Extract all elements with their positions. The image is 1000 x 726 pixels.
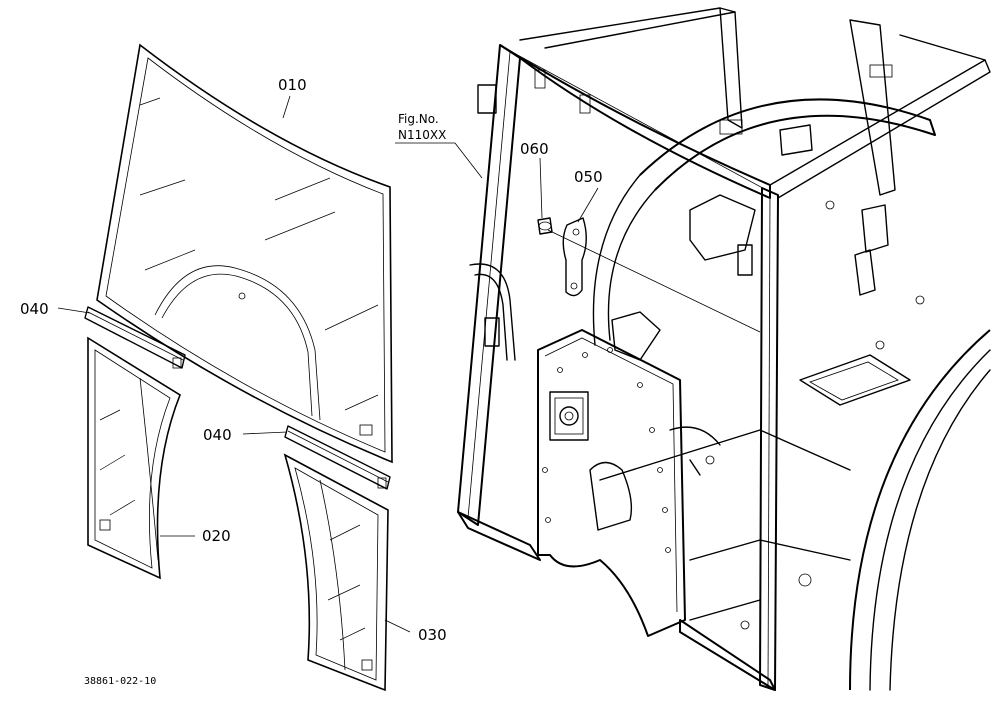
knob-060 xyxy=(537,217,553,235)
callout-010: 010 xyxy=(278,76,307,94)
front-windshield-010 xyxy=(96,43,393,464)
callout-050: 050 xyxy=(574,168,603,186)
callout-060: 060 xyxy=(520,140,549,158)
center-control-panel xyxy=(537,329,686,637)
seal-strip-040-right xyxy=(284,425,391,490)
callout-040-right: 040 xyxy=(203,426,232,444)
drawing-number: 38861-022-10 xyxy=(84,676,156,687)
callout-040-left: 040 xyxy=(20,300,49,318)
callout-030: 030 xyxy=(418,626,447,644)
left-side-glass-020 xyxy=(87,336,181,580)
figure-ref-line1: Fig.No. xyxy=(398,112,439,126)
figure-ref-line2: N110XX xyxy=(398,128,446,142)
leader-lines xyxy=(57,95,761,633)
hinge-bracket-050 xyxy=(562,217,587,297)
callout-020: 020 xyxy=(202,527,231,545)
right-side-glass-030 xyxy=(283,453,389,692)
seal-strip-040-left xyxy=(84,306,186,369)
cab-frame xyxy=(457,7,991,691)
